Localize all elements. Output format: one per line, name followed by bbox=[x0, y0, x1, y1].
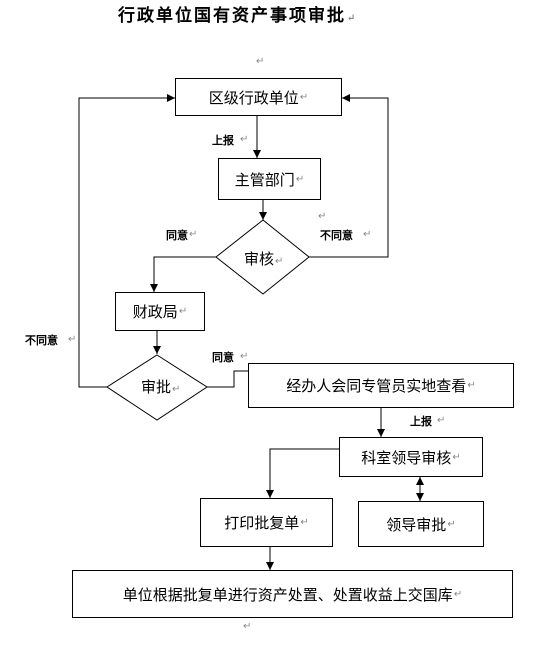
section-review-node: 科室领导审核↵ bbox=[339, 437, 483, 477]
edge-label-disagree-1: 不同意 bbox=[320, 229, 353, 242]
edge-section-to-print bbox=[266, 448, 339, 498]
approval-diamond-label: 审批↵ bbox=[141, 378, 181, 396]
edge-review-disagree bbox=[309, 94, 389, 258]
edge-label-disagree-2: 不同意 bbox=[25, 334, 58, 347]
review-diamond bbox=[215, 219, 310, 295]
print-reply-node: 打印批复单↵ bbox=[200, 498, 333, 547]
paragraph-mark: ↵ bbox=[189, 229, 198, 240]
edge-approval-agree bbox=[207, 370, 248, 388]
final-disposal-node: 单位根据批复单进行资产处置、处置收益上交国库↵ bbox=[72, 570, 513, 618]
paragraph-mark: ↵ bbox=[68, 334, 77, 345]
edge-review-agree bbox=[150, 256, 216, 292]
paragraph-mark: ↵ bbox=[363, 229, 372, 240]
paragraph-mark: ↵ bbox=[240, 134, 249, 145]
district-unit-node: 区级行政单位↵ bbox=[175, 78, 342, 116]
page-title: 行政单位国有资产事项审批↵ bbox=[118, 6, 358, 26]
finance-node: 财政局↵ bbox=[115, 292, 205, 331]
edge-label-report-2: 上报 bbox=[410, 415, 432, 428]
paragraph-mark: ↵ bbox=[437, 415, 446, 426]
paragraph-mark: ↵ bbox=[243, 621, 252, 632]
onsite-inspection-node: 经办人会同专管员实地查看↵ bbox=[248, 363, 514, 408]
edge-approval-disagree bbox=[78, 94, 175, 388]
paragraph-mark: ↵ bbox=[240, 351, 249, 362]
paragraph-mark: ↵ bbox=[256, 56, 265, 67]
leader-approval-node: 领导审批↵ bbox=[358, 501, 484, 547]
paragraph-mark: ↵ bbox=[318, 211, 327, 222]
edge-label-agree-2: 同意 bbox=[212, 351, 234, 364]
edge-label-report-1: 上报 bbox=[212, 134, 234, 147]
dept-node: 主管部门↵ bbox=[218, 158, 321, 200]
edge-label-agree-1: 同意 bbox=[166, 229, 188, 242]
approval-diamond bbox=[106, 354, 208, 421]
review-diamond-label: 审核↵ bbox=[244, 250, 284, 268]
